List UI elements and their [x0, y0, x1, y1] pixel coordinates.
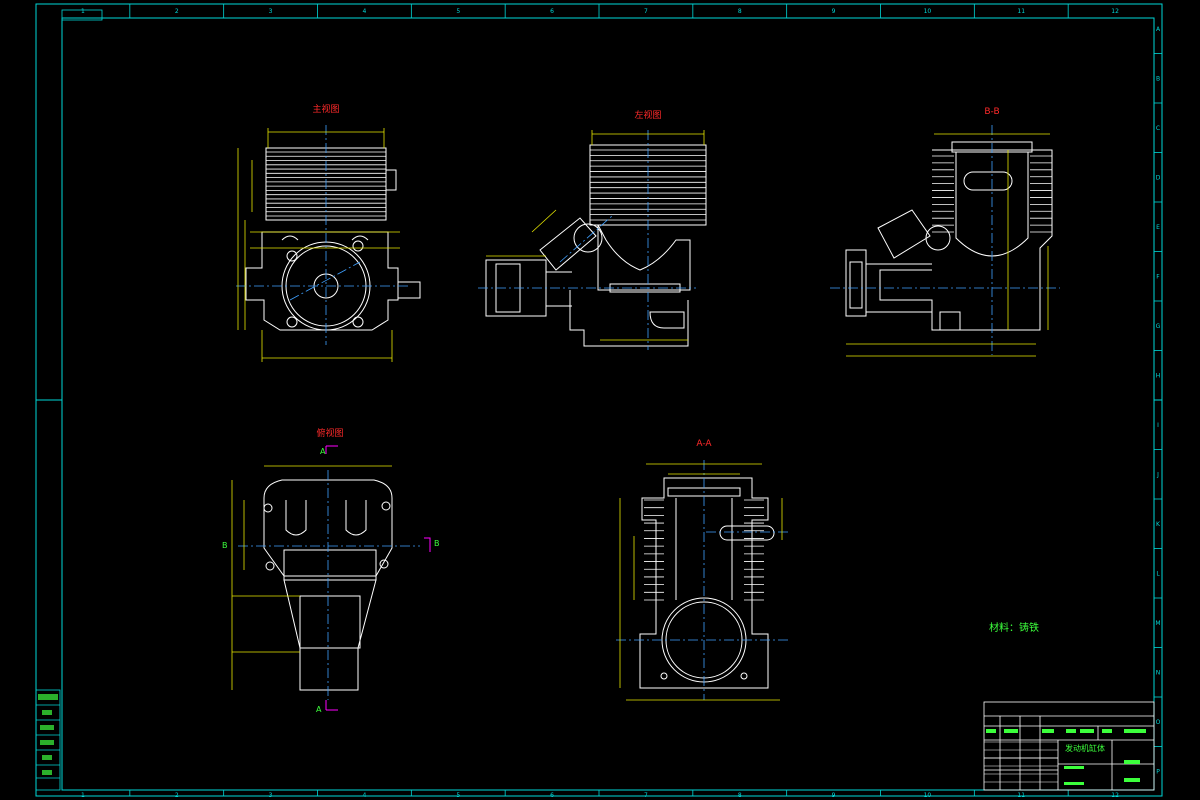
row-letter: P [1156, 768, 1160, 775]
column-number-top: 4 [363, 8, 367, 15]
column-number-bottom: 5 [456, 792, 460, 799]
column-number-bottom: 9 [832, 792, 836, 799]
section-aa-outline [639, 477, 775, 689]
material-note: 材料：铸铁 [989, 621, 1039, 634]
section-bb-view: B-B [830, 107, 1060, 357]
column-number-top: 3 [269, 8, 273, 15]
section-b-marker-left: B [222, 541, 228, 550]
column-number-top: 11 [1017, 8, 1025, 15]
top-view-outline [263, 479, 393, 691]
section-b-marker-right: B [434, 539, 440, 548]
column-number-top: 2 [175, 8, 179, 15]
frame-corner-mark [61, 9, 103, 21]
section-aa-centerlines [616, 460, 790, 700]
left-view-title: 左视图 [634, 109, 661, 121]
column-number-top: 9 [832, 8, 836, 15]
column-number-bottom: 10 [924, 792, 932, 799]
column-number-bottom: 6 [550, 792, 554, 799]
column-number-bottom: 11 [1017, 792, 1025, 799]
section-a-marker-bottom: A [316, 705, 322, 714]
section-aa-view: A-A [616, 439, 790, 701]
column-number-bottom: 2 [175, 792, 179, 799]
section-a-markers: A A [316, 445, 338, 714]
row-letter: D [1156, 174, 1161, 181]
row-letter: A [1156, 26, 1161, 33]
row-letter: O [1156, 719, 1161, 726]
section-aa-dimensions [619, 463, 783, 701]
column-number-bottom: 4 [363, 792, 367, 799]
front-view-outline [245, 169, 421, 331]
column-number-top: 7 [644, 8, 648, 15]
row-letter: I [1157, 422, 1159, 429]
column-number-bottom: 3 [269, 792, 273, 799]
row-letter: G [1156, 323, 1161, 330]
row-letter: E [1156, 224, 1160, 231]
row-letter: N [1156, 669, 1161, 676]
title-block-grid [984, 741, 1058, 783]
row-letter: M [1155, 620, 1160, 627]
row-zone-letters: A B C D E F G H I J K L M N O P [1154, 26, 1162, 775]
section-a-marker-top: A [320, 447, 326, 456]
title-block-cell-marks [986, 729, 1146, 785]
column-number-bottom: 12 [1111, 792, 1119, 799]
column-number-top: 10 [924, 8, 932, 15]
top-view-centerlines [238, 470, 420, 700]
row-letter: H [1156, 372, 1161, 379]
drawing-frame [35, 3, 1163, 797]
left-view: 左视图 [478, 109, 707, 350]
section-aa-title: A-A [696, 439, 712, 449]
row-letter: L [1156, 570, 1160, 577]
top-view-dimensions [231, 465, 392, 690]
top-view-title: 俯视图 [316, 427, 343, 439]
section-bb-centerlines [830, 125, 1060, 355]
front-view: 主视图 [236, 103, 421, 362]
left-view-centerlines [478, 130, 696, 350]
section-b-markers: B B [222, 537, 440, 552]
front-view-title: 主视图 [312, 103, 339, 115]
section-aa-fins [644, 499, 764, 601]
front-view-dimensions [237, 128, 400, 362]
row-letter: K [1156, 521, 1161, 528]
row-letter: J [1156, 471, 1159, 478]
column-number-top: 12 [1111, 8, 1119, 15]
row-letter: C [1156, 125, 1160, 132]
column-number-bottom: 8 [738, 792, 742, 799]
column-number-top: 5 [456, 8, 460, 15]
front-view-centerlines [236, 125, 410, 345]
column-number-top: 8 [738, 8, 742, 15]
row-letter: B [1156, 75, 1160, 82]
row-letter: F [1156, 273, 1160, 280]
column-number-bottom: 7 [644, 792, 648, 799]
side-stamp-table [35, 689, 61, 791]
section-bb-title: B-B [984, 107, 999, 117]
column-number-top: 6 [550, 8, 554, 15]
left-view-dimensions [486, 130, 705, 341]
title-block-part-name: 发动机缸体 [1065, 743, 1105, 753]
top-view: 俯视图 A A B B [222, 427, 440, 714]
column-number-top: 1 [81, 8, 85, 15]
column-number-bottom: 1 [81, 792, 85, 799]
section-bb-dimensions [846, 133, 1050, 357]
section-bb-fins [932, 155, 1052, 233]
